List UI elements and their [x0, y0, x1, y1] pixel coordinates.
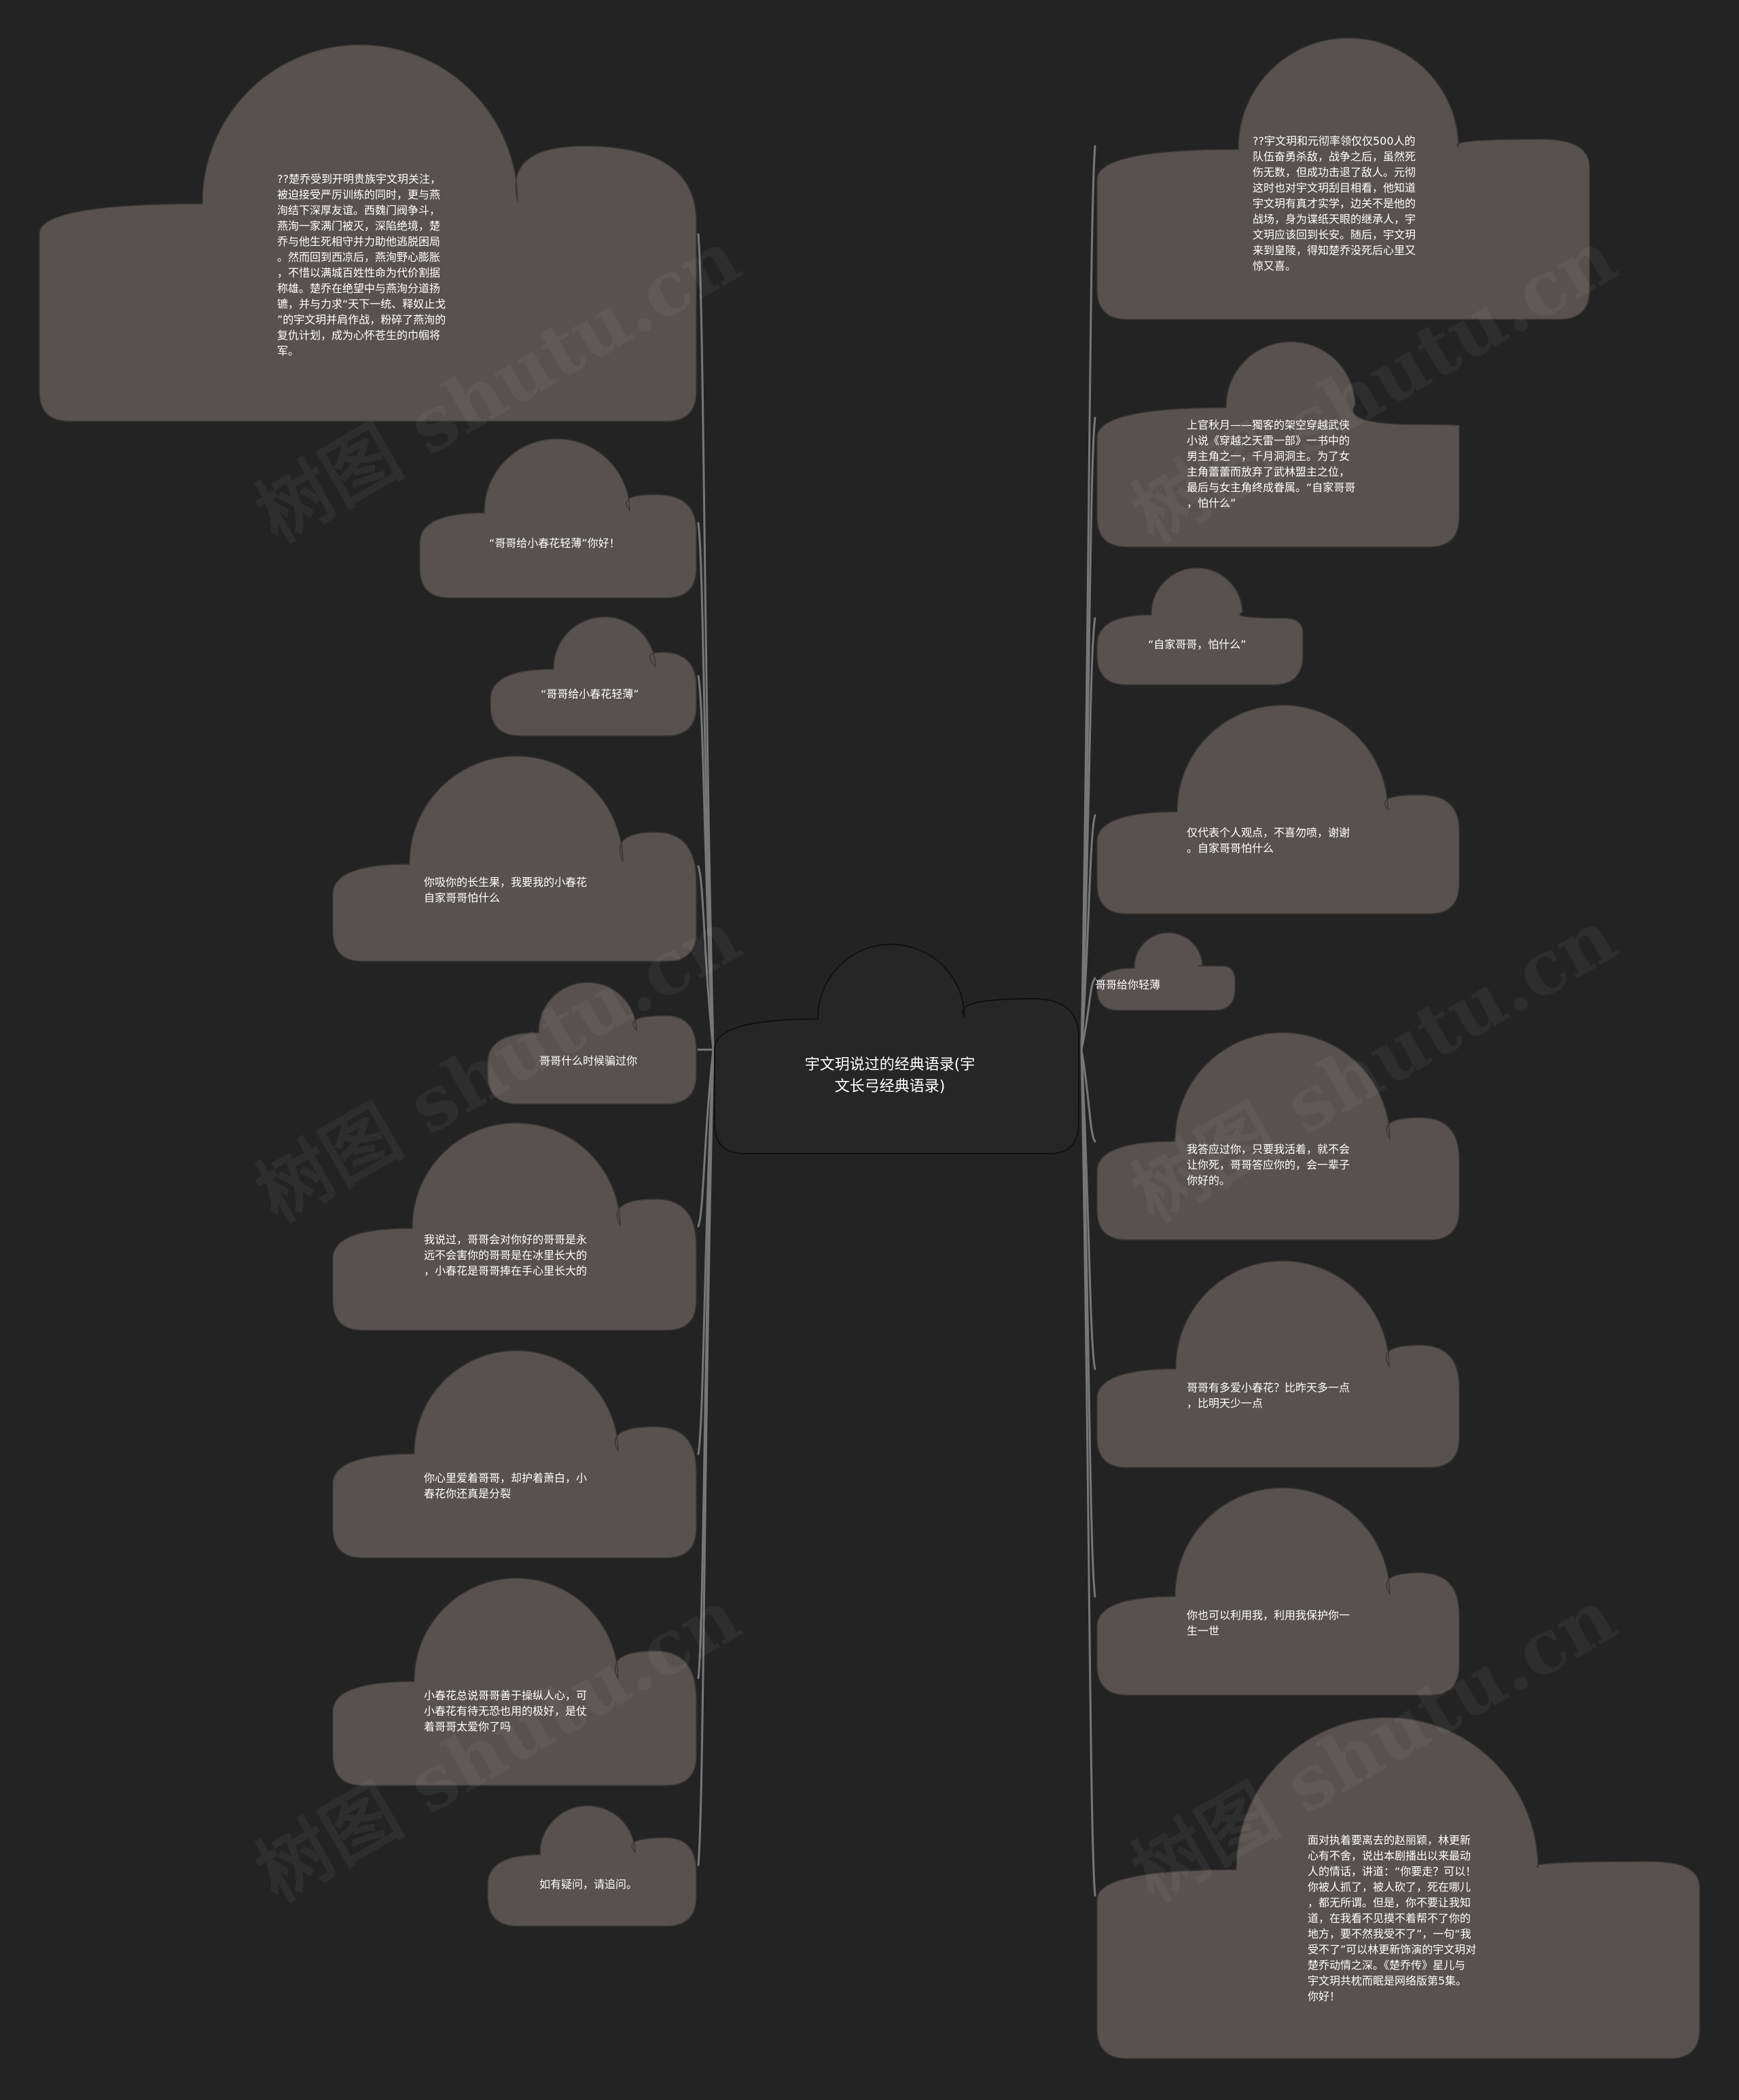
left-node-7[interactable]: 你心里爱着哥哥，却护着萧白，小 春花你还真是分裂: [424, 1472, 588, 1500]
cloud-right-6: [1096, 1032, 1460, 1241]
cloud-right-7: [1096, 1260, 1460, 1468]
right-node-7[interactable]: 哥哥有多爱小春花？比昨天多一点 ，比明天少一点: [1187, 1381, 1350, 1410]
cloud-right-8: [1096, 1487, 1460, 1696]
cloud-left-9: [487, 1805, 697, 1927]
left-node-8[interactable]: 小春花总说哥哥善于操纵人心，可 小春花有待无恐也用的极好，是仗 着哥哥太爱你了吗: [424, 1689, 588, 1733]
cloud-right-3: [1096, 567, 1304, 686]
connector-right-4: [1080, 814, 1096, 1051]
left-node-9[interactable]: 如有疑问，请追问。: [539, 1878, 638, 1891]
cloud-left-6: [332, 1122, 697, 1331]
left-node-3[interactable]: “哥哥给小春花轻薄”: [541, 688, 639, 700]
connector-left-9: [697, 1048, 715, 1866]
connector-left-3: [697, 675, 715, 1051]
connector-right-9: [1080, 1048, 1096, 1897]
right-node-2[interactable]: 上官秋月——獨客的架空穿越武侠 小说《穿越之天雷一部》一书中的 男主角之一，千月…: [1187, 419, 1356, 510]
connector-lines: [697, 145, 1096, 1897]
connector-right-6: [1080, 1048, 1096, 1143]
right-node-9[interactable]: 面对执着要离去的赵丽颖，林更新 心有不舍，说出本剧播出以来最动 人的情话，讲道：…: [1308, 1834, 1477, 2003]
cloud-right-9: [1096, 1717, 1700, 2059]
right-node-3[interactable]: “自家哥哥，怕什么”: [1148, 638, 1247, 651]
right-node-4[interactable]: 仅代表个人观点，不喜勿喷，谢谢 。自家哥哥怕什么: [1187, 826, 1350, 855]
connector-left-1: [697, 233, 715, 1051]
left-node-5[interactable]: 哥哥什么时候骗过你: [539, 1054, 638, 1067]
left-node-4[interactable]: 你吸你的长生果，我要我的小春花 自家哥哥怕什么: [424, 876, 588, 904]
left-node-1[interactable]: ??楚乔受到开明贵族宇文玥关注， 被迫接受严厉训练的同时，更与燕 洵结下深厚友谊…: [277, 173, 446, 357]
cloud-left-2: [419, 438, 697, 599]
connector-right-5: [1080, 977, 1096, 1051]
cloud-left-5: [487, 982, 697, 1105]
right-node-5[interactable]: 哥哥给你轻薄: [1095, 978, 1161, 991]
connector-right-2: [1080, 416, 1096, 1051]
connector-left-7: [697, 1048, 715, 1455]
connector-left-6: [697, 1048, 715, 1228]
cloud-right-5: [1096, 932, 1236, 1011]
central-topic[interactable]: 宇文玥说过的经典语录(宇 文长弓经典语录): [804, 1056, 975, 1095]
right-node-6[interactable]: 我答应过你，只要我活着，就不会 让你死，哥哥答应你的，会一辈子 你好的。: [1187, 1143, 1350, 1187]
right-node-8[interactable]: 你也可以利用我，利用我保护你一 生一世: [1187, 1609, 1350, 1637]
cloud-left-7: [332, 1350, 697, 1559]
connector-right-7: [1080, 1048, 1096, 1370]
connector-left-4: [697, 865, 715, 1051]
cloud-center: [714, 944, 1079, 1154]
left-node-6[interactable]: 我说过，哥哥会对你好的哥哥是永 远不会害你的哥哥是在冰里长大的 ，小春花是哥哥捧…: [424, 1233, 588, 1277]
cloud-right-2: [1096, 341, 1460, 548]
cloud-shapes: [39, 37, 1700, 2059]
cloud-left-8: [332, 1578, 697, 1786]
cloud-left-3: [490, 616, 697, 736]
connector-right-3: [1080, 617, 1096, 1051]
connector-left-2: [697, 522, 715, 1051]
cloud-right-4: [1096, 705, 1460, 914]
left-node-2[interactable]: “哥哥给小春花轻薄”你好！: [489, 537, 620, 550]
connector-right-1: [1080, 145, 1096, 1051]
cloud-left-1: [39, 44, 697, 422]
right-node-1[interactable]: ??宇文玥和元彻率领仅仅500人的 队伍奋勇杀敌，战争之后，虽然死 伤无数，但成…: [1253, 135, 1416, 272]
connector-right-8: [1080, 1048, 1096, 1598]
cloud-left-4: [332, 755, 697, 962]
cloud-right-1: [1096, 37, 1590, 320]
